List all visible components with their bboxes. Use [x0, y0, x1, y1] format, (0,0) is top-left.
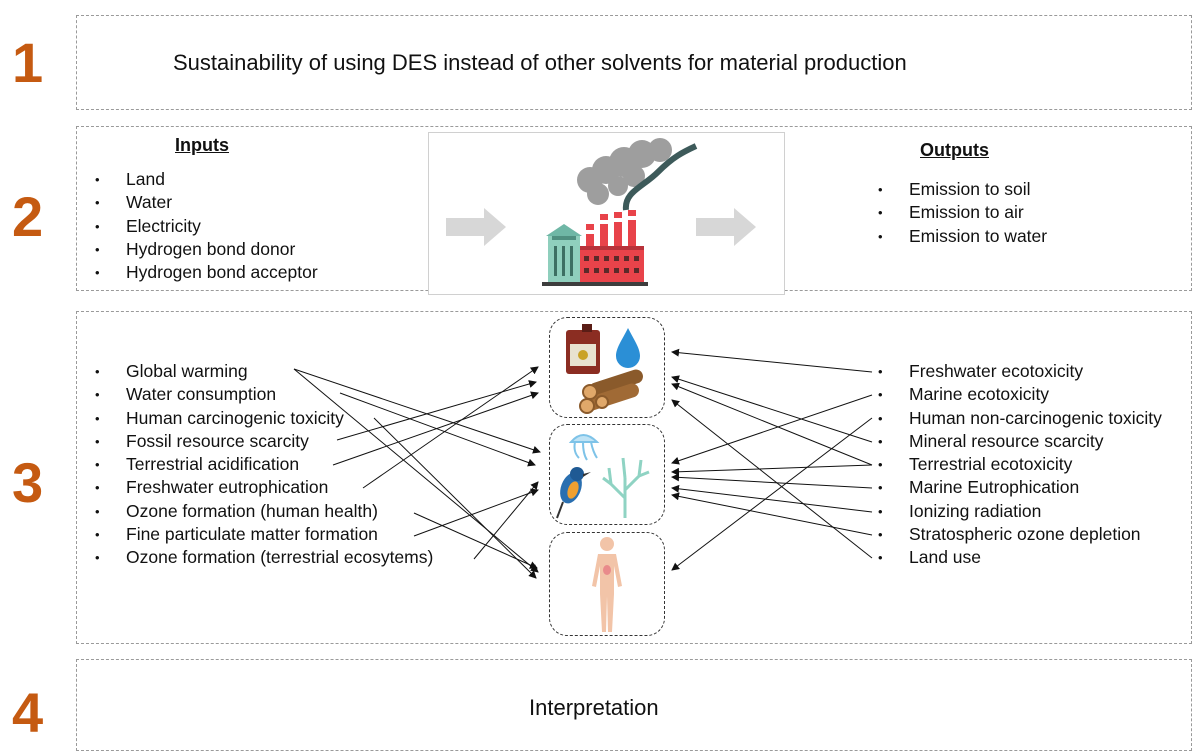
ecosystems-endpoint-box	[549, 424, 665, 525]
step-number-3: 3	[12, 451, 44, 514]
arrow-global-warming-ecosystems	[293, 368, 541, 454]
impact-category: Water consumption	[95, 383, 433, 407]
impact-category: Terrestrial acidification	[95, 453, 433, 477]
impact-category: Ionizing radiation	[878, 500, 1162, 524]
arrow-land-use	[671, 399, 873, 559]
arrow-marine-ecotox	[671, 394, 873, 465]
human-health-endpoint-box	[549, 532, 665, 636]
output-item: Emission to soil	[878, 178, 1047, 202]
arrow-water-consumption-ecosystems	[339, 392, 536, 467]
impact-category: Marine ecotoxicity	[878, 383, 1162, 407]
step-number-2: 2	[12, 185, 44, 248]
midpoint-left-list: Global warming Water consumption Human c…	[95, 360, 433, 570]
interpretation-title: Interpretation	[529, 695, 659, 720]
resources-endpoint-box	[549, 317, 665, 418]
impact-category: Stratospheric ozone depletion	[878, 523, 1162, 547]
logs-icon	[579, 369, 643, 414]
impact-category: Human carcinogenic toxicity	[95, 407, 433, 431]
input-arrow-icon	[446, 208, 506, 246]
coral-icon	[602, 457, 650, 518]
impact-category: Fine particulate matter formation	[95, 523, 433, 547]
ecosystems-icon	[556, 434, 650, 519]
impact-category: Freshwater eutrophication	[95, 476, 433, 500]
impact-category: Global warming	[95, 360, 433, 384]
impact-category: Human non-carcinogenic toxicity	[878, 407, 1162, 431]
arrow-acidification-ecosystems	[332, 391, 539, 466]
impact-category: Fossil resource scarcity	[95, 430, 433, 454]
arrow-carcinogenic-human	[373, 417, 537, 579]
input-item: Water	[95, 191, 318, 215]
smoke-icon	[577, 138, 672, 205]
arrow-human-noncarc	[671, 417, 873, 571]
input-item: Hydrogen bond acceptor	[95, 261, 318, 285]
step-number-4: 4	[12, 681, 44, 744]
arrow-fossil-resources	[336, 380, 537, 441]
arrow-terrestrial-ecotox-b	[671, 464, 873, 476]
input-item: Electricity	[95, 215, 318, 239]
impact-category: Freshwater ecotoxicity	[878, 360, 1162, 384]
step-number-1: 1	[12, 31, 44, 94]
arrow-marine-eutroph	[671, 473, 873, 489]
input-item: Land	[95, 168, 318, 192]
output-arrow-icon	[696, 208, 756, 246]
arrow-ozone-terrestrial-ecosystems	[473, 481, 539, 560]
factory-icon	[542, 210, 648, 286]
impact-category: Ozone formation (terrestrial ecosytems)	[95, 546, 433, 570]
bird-icon	[556, 467, 591, 519]
arrow-particulate-ecosystems	[413, 488, 539, 537]
arrow-global-warming-human	[293, 368, 539, 573]
outputs-list: Emission to soil Emission to air Emissio…	[878, 178, 1047, 248]
arrow-ozone-depletion	[671, 492, 873, 536]
impact-category: Ozone formation (human health)	[95, 500, 433, 524]
arrow-ozone-health-human	[413, 512, 538, 569]
inputs-list: Land Water Electricity Hydrogen bond don…	[95, 168, 318, 285]
resources-icon	[566, 324, 643, 414]
water-drop-icon	[616, 328, 640, 368]
midpoint-right-list: Freshwater ecotoxicity Marine ecotoxicit…	[878, 360, 1162, 570]
goal-scope-box	[76, 15, 1192, 110]
output-item: Emission to water	[878, 225, 1047, 249]
arrow-ionizing	[671, 484, 873, 513]
impact-category: Terrestrial ecotoxicity	[878, 453, 1162, 477]
inputs-heading: Inputs	[175, 135, 229, 155]
outputs-heading: Outputs	[920, 140, 989, 160]
arrow-mineral-resources	[671, 375, 873, 443]
impact-assessment-box	[76, 311, 1192, 644]
human-health-icon	[592, 537, 622, 632]
input-item: Hydrogen bond donor	[95, 238, 318, 262]
impact-category: Marine Eutrophication	[878, 476, 1162, 500]
jellyfish-icon	[568, 434, 600, 461]
arrow-eutrophication-resources	[362, 366, 539, 489]
impact-category: Mineral resource scarcity	[878, 430, 1162, 454]
arrow-freshwater-ecotox	[671, 348, 873, 373]
factory-illustration	[428, 132, 785, 295]
impact-category: Land use	[878, 546, 1162, 570]
arrow-terrestrial-ecotox-a	[671, 382, 873, 466]
output-item: Emission to air	[878, 201, 1047, 225]
goal-title: Sustainability of using DES instead of o…	[173, 50, 907, 75]
oil-can-icon	[566, 324, 600, 374]
